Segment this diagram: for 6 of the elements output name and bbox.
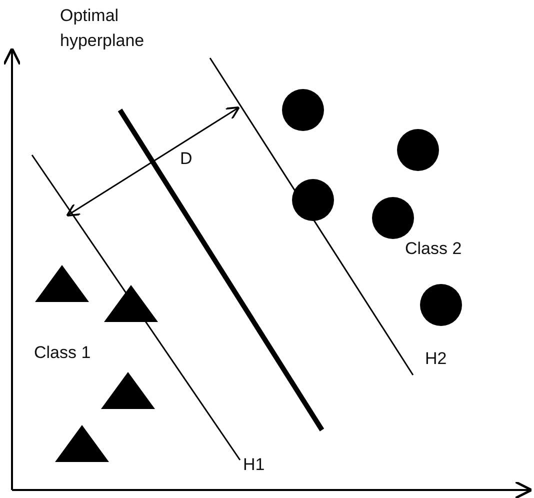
class-label: Class 1	[34, 342, 91, 364]
line-label: H2	[425, 348, 447, 370]
line-label: H1	[243, 454, 265, 476]
distance-label: D	[180, 148, 192, 170]
axis-title: Optimal hyperplane	[60, 5, 146, 52]
class-label: Class 2	[405, 238, 462, 260]
